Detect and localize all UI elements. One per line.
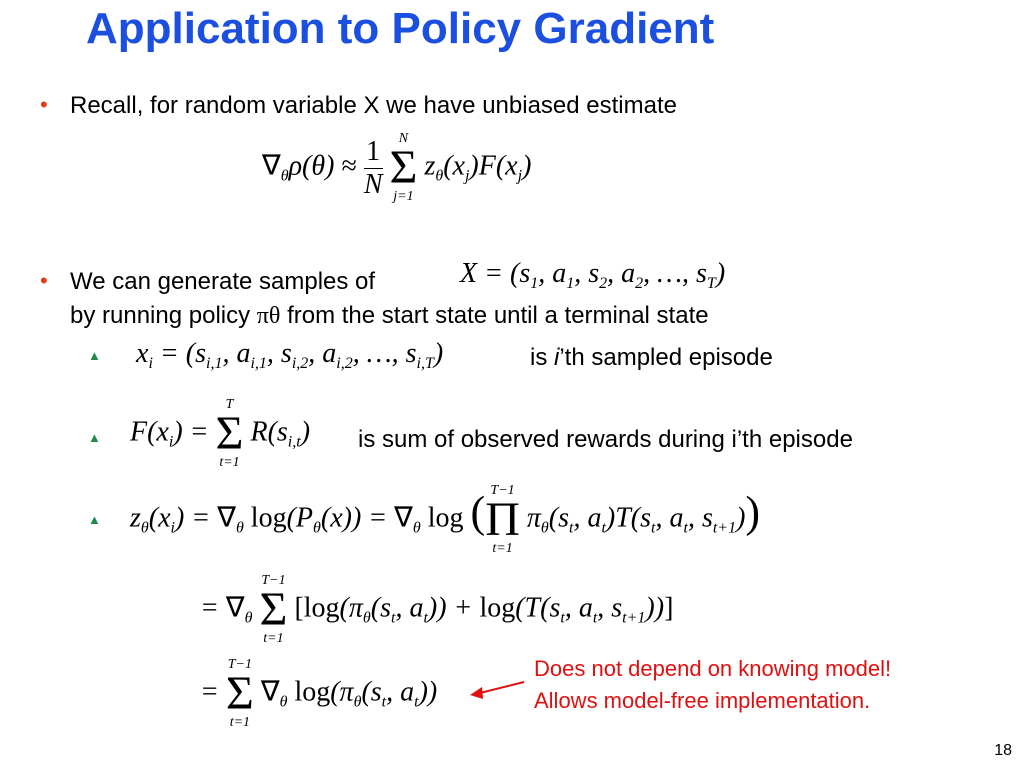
page-number: 18	[994, 742, 1012, 759]
note-line-1: Does not depend on knowing model!	[534, 656, 892, 681]
subbullet-2-text: is sum of observed rewards during i’th e…	[358, 426, 853, 453]
subbullet-arrow-icon: ▲	[88, 512, 101, 527]
subbullet-1-text-a: is	[530, 344, 554, 371]
bullet-2-line2: by running policy πθ from the start stat…	[70, 302, 709, 330]
slide-title: Application to Policy Gradient	[86, 4, 715, 53]
bullet-1-text: Recall, for random variable X we have un…	[70, 92, 677, 119]
equation-episode: xi = (si,1, ai,1, si,2, ai,2, …, si,T)	[136, 338, 444, 372]
equation-X-sample: X = (s1, a1, s2, a2, …, sT)	[460, 258, 726, 292]
bullet-2-line1: We can generate samples of	[70, 268, 376, 295]
subbullet-arrow-icon: ▲	[88, 430, 101, 445]
subbullet-1-text-i: i	[554, 344, 560, 371]
subbullet-1-text: is i’th sampled episode	[530, 344, 773, 372]
bullet-2-line2-a: by running policy	[70, 302, 257, 329]
note-line-2: Allows model-free implementation.	[534, 688, 871, 713]
bullet-dot: •	[40, 92, 48, 117]
subbullet-1-text-b: ’th sampled episode	[559, 344, 773, 371]
pointer-arrow-icon	[470, 681, 525, 699]
bullet-dot: •	[40, 268, 48, 293]
bullet-2-line2-b: from the start state until a terminal st…	[280, 302, 709, 329]
pi-theta-symbol: πθ	[256, 303, 281, 329]
subbullet-arrow-icon: ▲	[88, 348, 101, 363]
